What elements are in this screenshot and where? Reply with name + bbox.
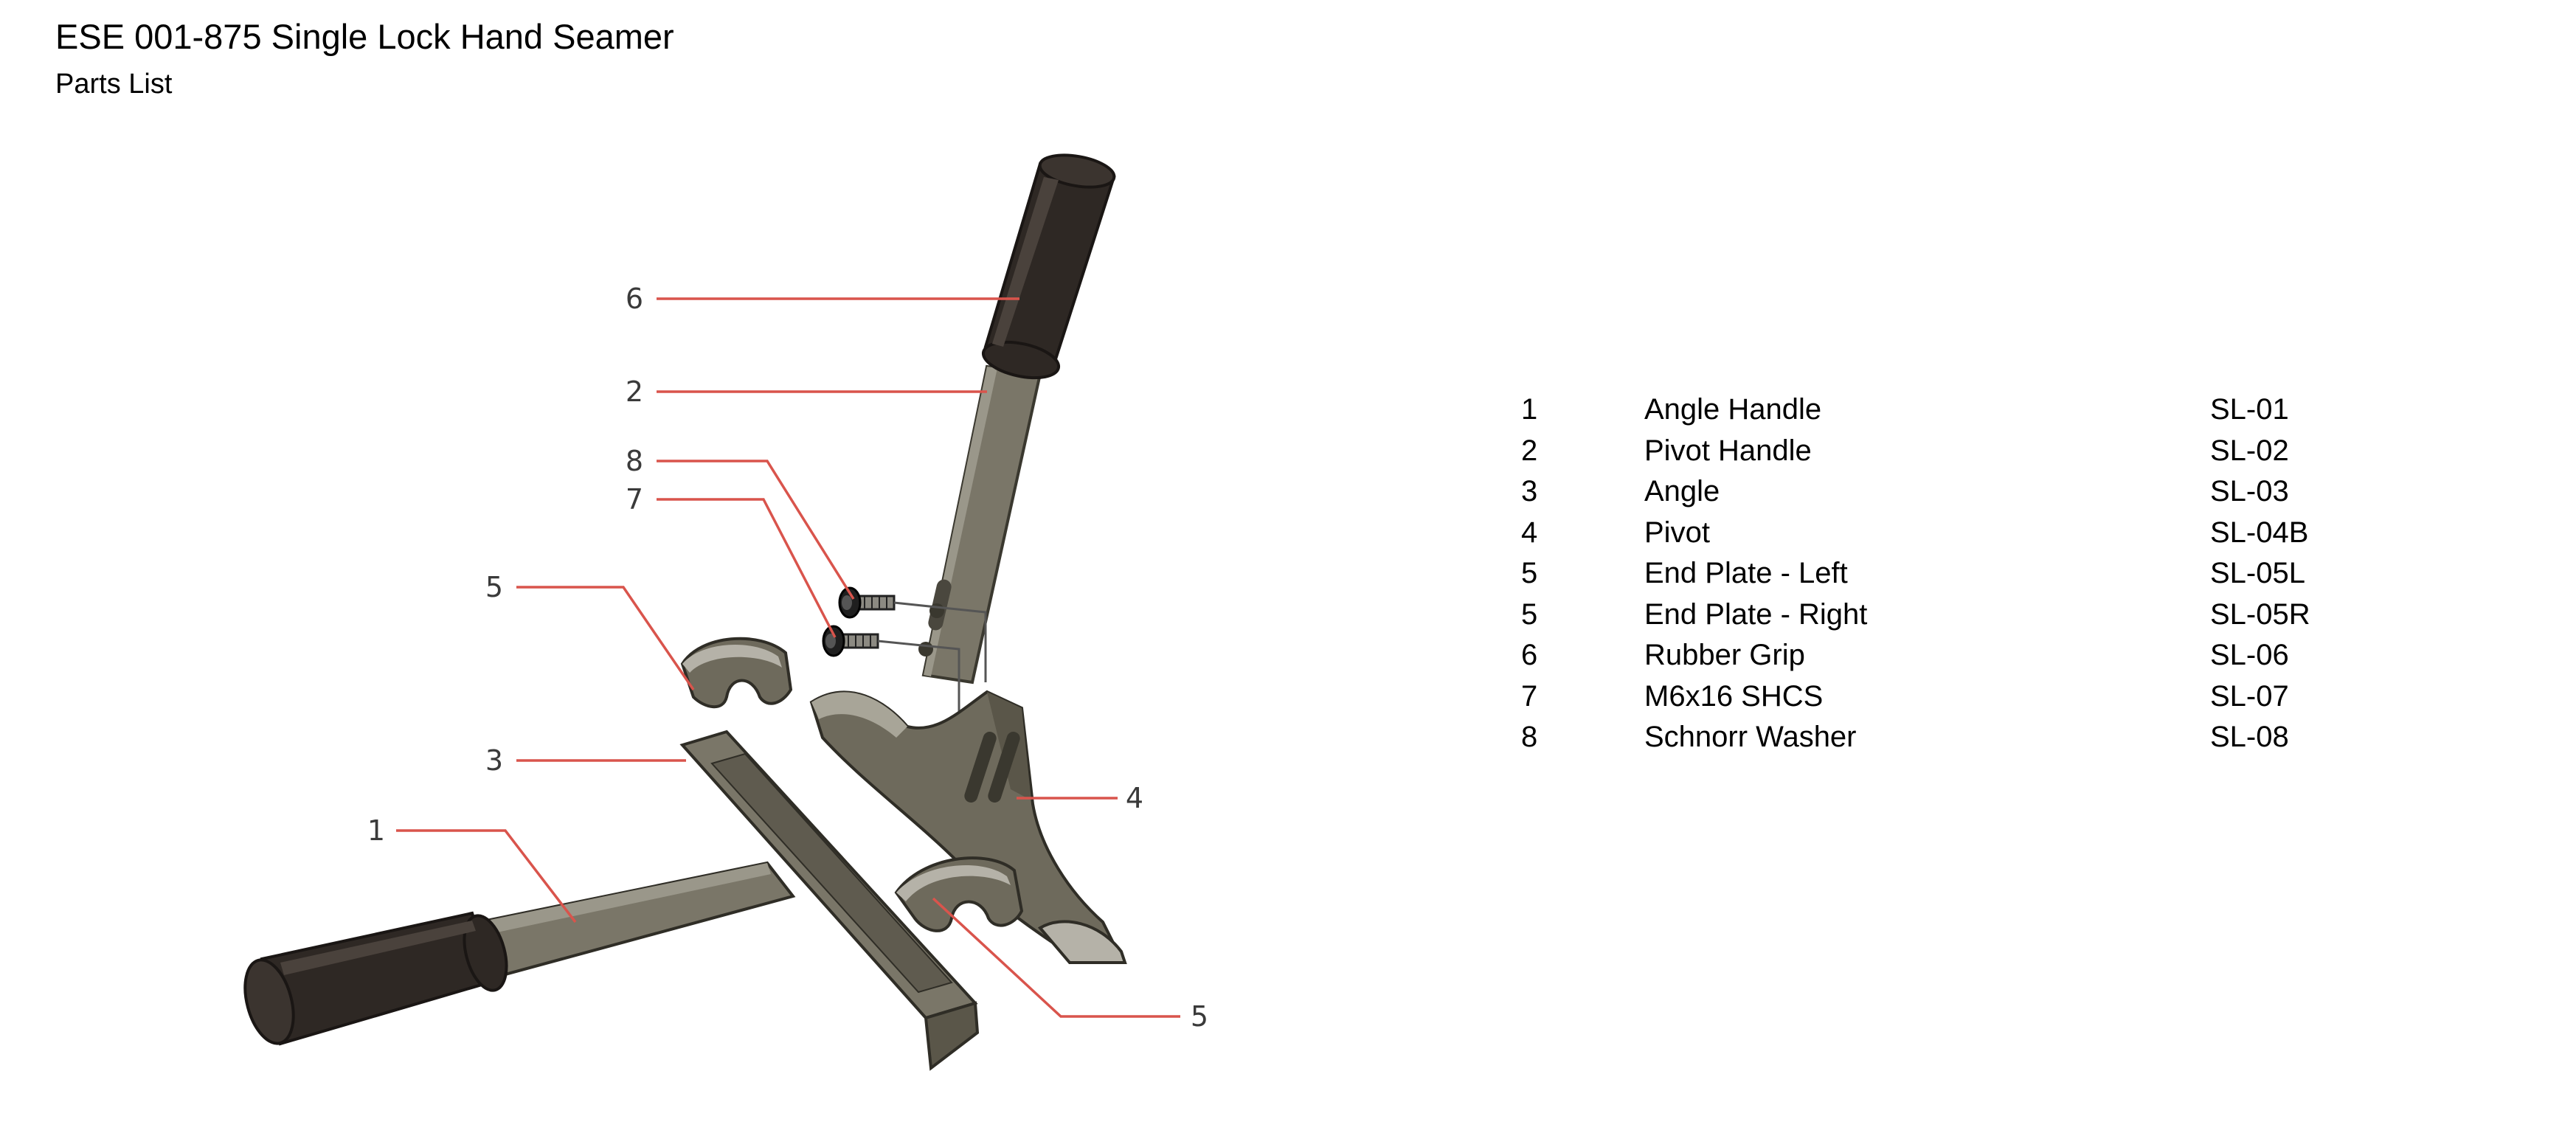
leader-lines — [396, 297, 1180, 1018]
part-code: SL-02 — [2210, 434, 2289, 467]
rubber-grip-top-part — [981, 153, 1116, 380]
table-row: 1 Angle Handle SL-01 — [1521, 389, 2358, 431]
table-row: 5 End Plate - Right SL-05R — [1521, 595, 2358, 636]
part-number: 8 — [1521, 721, 1538, 753]
leader-1 — [396, 829, 577, 924]
part-number: 7 — [1521, 679, 1538, 713]
parts-list-table: 1 Angle Handle SL-01 2 Pivot Handle SL-0… — [1521, 389, 2358, 758]
table-row: 7 M6x16 SHCS SL-07 — [1521, 676, 2358, 718]
part-number: 2 — [1521, 434, 1538, 467]
table-row: 4 Pivot SL-04B — [1521, 513, 2358, 554]
callout-1: 1 — [367, 814, 385, 847]
table-row: 5 End Plate - Left SL-05L — [1521, 553, 2358, 595]
part-description: Rubber Grip — [1644, 639, 1805, 671]
part-code: SL-01 — [2210, 393, 2289, 426]
table-row: 2 Pivot Handle SL-02 — [1521, 431, 2358, 472]
screws-and-washers-part — [822, 586, 987, 719]
exploded-parts-diagram: 6 2 8 7 5 3 1 4 5 — [243, 153, 1208, 1071]
part-description: Angle — [1644, 475, 1720, 507]
rubber-grip-bottom-part — [243, 911, 508, 1046]
leader-5-top — [516, 586, 695, 690]
table-row: 6 Rubber Grip SL-06 — [1521, 635, 2358, 676]
part-code: SL-05L — [2210, 557, 2305, 589]
callout-2: 2 — [626, 375, 643, 408]
end-plate-left-part — [680, 637, 793, 709]
part-number: 3 — [1521, 475, 1538, 507]
part-number: 5 — [1521, 557, 1538, 589]
part-number: 5 — [1521, 597, 1538, 631]
part-number: 1 — [1521, 393, 1538, 426]
leader-7 — [657, 498, 837, 638]
callout-5-top: 5 — [485, 571, 503, 603]
table-row: 8 Schnorr Washer SL-08 — [1521, 717, 2358, 758]
leader-8 — [657, 460, 855, 600]
angle-part — [679, 730, 980, 1071]
part-code: SL-05R — [2210, 597, 2310, 631]
part-code: SL-04B — [2210, 516, 2309, 549]
part-number: 4 — [1521, 516, 1538, 549]
callout-8: 8 — [626, 445, 643, 477]
page-title: ESE 001-875 Single Lock Hand Seamer — [55, 17, 674, 56]
page-subtitle: Parts List — [55, 69, 173, 100]
callout-5-bottom: 5 — [1191, 1000, 1208, 1033]
callout-labels: 6 2 8 7 5 3 1 4 5 — [367, 283, 1208, 1033]
angle-handle-part — [477, 861, 796, 980]
part-description: Angle Handle — [1644, 393, 1822, 426]
callout-3: 3 — [485, 744, 503, 777]
part-description: Pivot Handle — [1644, 434, 1812, 467]
callout-7: 7 — [626, 483, 643, 516]
part-code: SL-08 — [2210, 721, 2289, 753]
part-description: Schnorr Washer — [1644, 721, 1857, 753]
part-code: SL-06 — [2210, 639, 2289, 671]
table-row: 3 Angle SL-03 — [1521, 471, 2358, 513]
end-plate-right-part — [894, 856, 1024, 932]
callout-6: 6 — [626, 283, 643, 315]
pivot-part — [809, 690, 1127, 964]
leader-5-bottom — [932, 897, 1180, 1018]
part-description: End Plate - Left — [1644, 557, 1848, 589]
part-description: End Plate - Right — [1644, 597, 1868, 631]
part-code: SL-07 — [2210, 679, 2289, 713]
part-code: SL-03 — [2210, 475, 2289, 507]
pivot-handle-part — [918, 364, 1042, 685]
part-description: Pivot — [1644, 516, 1710, 549]
part-description: M6x16 SHCS — [1644, 679, 1824, 713]
callout-4: 4 — [1126, 782, 1143, 814]
part-number: 6 — [1521, 639, 1538, 671]
